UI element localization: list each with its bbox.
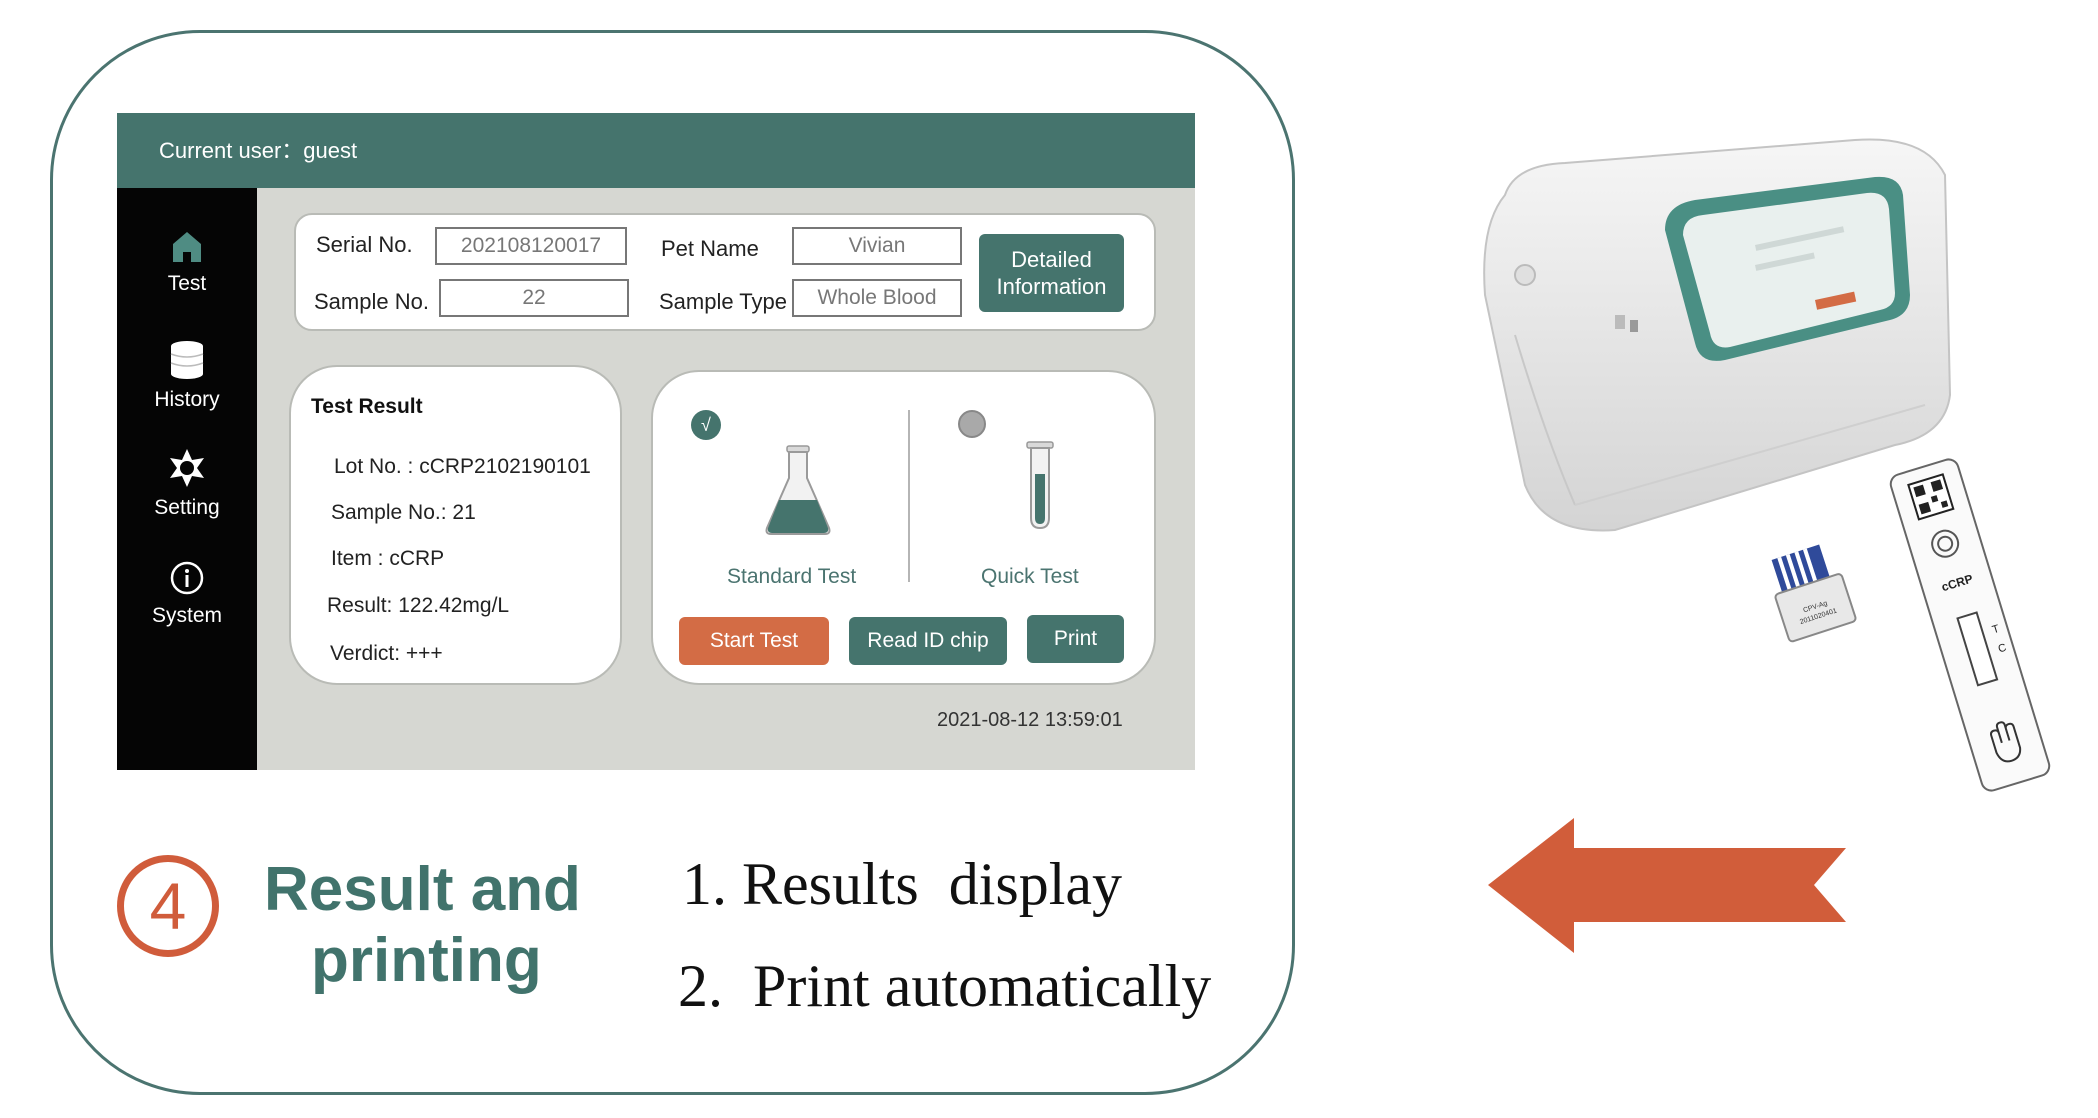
quick-test-radio[interactable] <box>958 410 986 438</box>
test-result-panel: Test Result Lot No. : cCRP2102190101 Sam… <box>289 365 622 685</box>
sidebar: Test History Setting <box>117 188 257 770</box>
current-user: Current user：guest <box>159 138 358 163</box>
mode-divider <box>908 410 910 582</box>
sidebar-item-setting[interactable]: Setting <box>117 448 257 520</box>
serial-label: Serial No. <box>316 232 413 257</box>
quick-test-label: Quick Test <box>981 565 1079 588</box>
sample-type-field[interactable] <box>792 279 962 317</box>
feature-point-2: 2. Print automatically <box>678 953 1212 1019</box>
standard-test-label: Standard Test <box>727 565 857 588</box>
sidebar-item-label: System <box>151 604 222 627</box>
pet-name-label: Pet Name <box>661 236 759 261</box>
step-title-line1: Result and <box>264 855 581 924</box>
sidebar-item-label: Test <box>167 272 207 295</box>
item-text: Item : cCRP <box>331 547 445 570</box>
sidebar-item-system[interactable]: System <box>117 560 257 628</box>
test-cassette-image: cCRP T C <box>1889 458 2051 792</box>
step-number-badge: 4 <box>117 855 219 957</box>
step-title-line2: printing <box>311 926 542 995</box>
step-card-frame <box>50 30 1295 1095</box>
print-button[interactable]: Print <box>1027 615 1124 663</box>
sidebar-item-history[interactable]: History <box>117 340 257 412</box>
serial-no-field[interactable] <box>435 227 627 265</box>
cassette-c-mark: C <box>1997 642 2008 656</box>
sample-type-label: Sample Type <box>659 289 788 314</box>
standard-test-radio[interactable]: √ <box>691 410 721 440</box>
test-mode-panel: √ Standard Test Quick Test Start Test Re… <box>651 370 1156 685</box>
pet-name-field[interactable] <box>792 227 962 265</box>
sidebar-item-label: Setting <box>154 496 220 519</box>
sample-no-text: Sample No.: 21 <box>331 501 476 524</box>
sample-no-label: Sample No. <box>314 289 429 314</box>
home-icon <box>173 232 201 262</box>
cassette-t-mark: T <box>1991 623 2001 637</box>
result-value-text: Result: 122.42mg/L <box>327 594 510 617</box>
lot-no-text: Lot No. : cCRP2102190101 <box>334 455 591 478</box>
detailed-information-button[interactable]: Detailed Information <box>979 234 1124 312</box>
verdict-text: Verdict: +++ <box>330 642 443 665</box>
datetime-display: 2021-08-12 13:59:01 <box>937 709 1123 731</box>
sample-no-field[interactable] <box>439 279 629 317</box>
sample-info-panel: Serial No. Sample No. Pet Name Sample Ty… <box>294 213 1156 331</box>
database-icon <box>170 341 204 379</box>
analyzer-device-image <box>1483 138 1952 532</box>
test-tube-icon <box>1026 441 1054 530</box>
sidebar-item-label: History <box>154 388 220 411</box>
analyzer-screen: Current user：guest Test History Sett <box>117 113 1195 770</box>
left-arrow-icon <box>1488 818 1846 953</box>
start-test-button[interactable]: Start Test <box>679 617 829 665</box>
info-icon <box>170 561 204 595</box>
test-result-title: Test Result <box>311 395 423 418</box>
feature-point-1: 1. Results display <box>682 851 1123 917</box>
id-chip-image: CPV-Ag 2011020401 <box>1771 544 1857 643</box>
sidebar-item-test[interactable]: Test <box>117 230 257 296</box>
read-id-chip-button[interactable]: Read ID chip <box>849 617 1007 665</box>
gear-icon <box>170 449 204 487</box>
top-bar: Current user：guest <box>117 113 1195 188</box>
flask-icon <box>765 445 831 535</box>
